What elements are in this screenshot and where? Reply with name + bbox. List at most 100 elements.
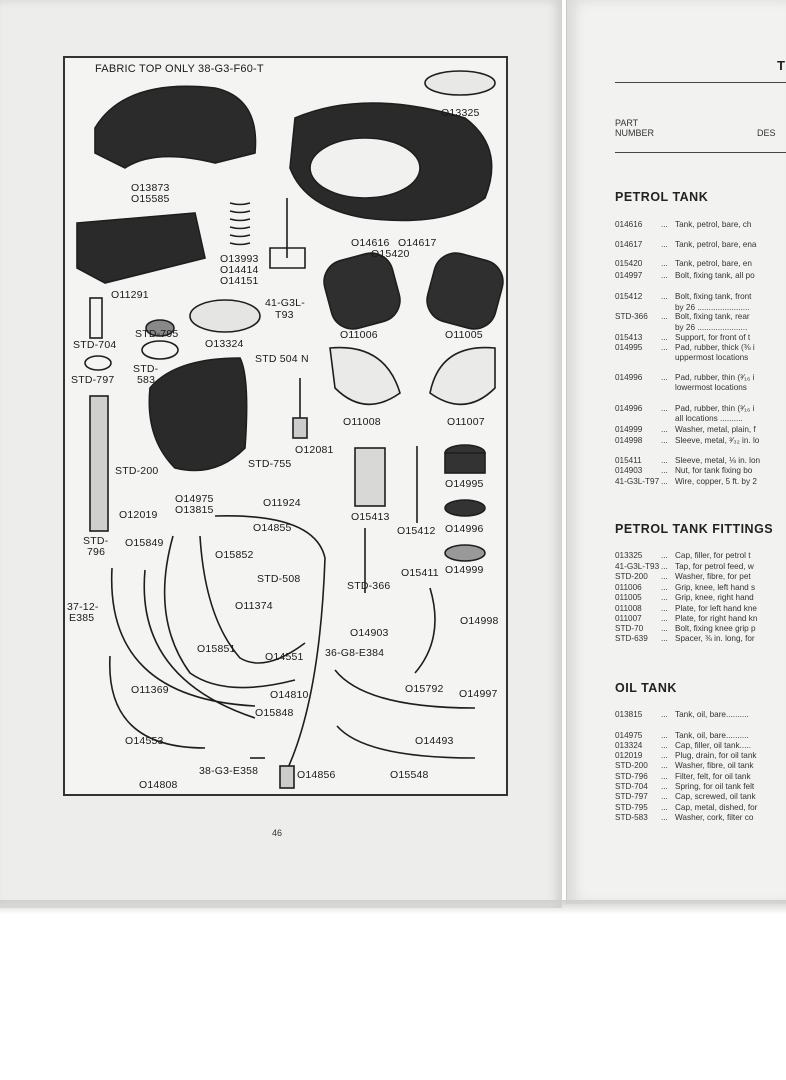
part-label: O15852: [215, 549, 254, 561]
parts-list-row: 012019... Plug, drain, for oil tank: [615, 751, 786, 760]
part-description: Bolt, fixing knee grip p: [675, 624, 756, 633]
part-description: Plug, drain, for oil tank: [675, 751, 757, 760]
part-number: 014998: [615, 436, 643, 445]
section-title-oil-tank: OIL TANK: [615, 681, 677, 695]
part-label: O15792: [405, 683, 444, 695]
pipe-5-drawing: [143, 569, 256, 719]
parts-list-row: 011008...Plate, for left hand kne: [615, 604, 786, 613]
pipe-6-drawing: [214, 515, 326, 771]
part-label: T93: [275, 309, 294, 321]
part-description: Bolt, fixing tank, front: [675, 292, 752, 301]
part-description: lowermost locations: [675, 383, 747, 392]
pipe-4-drawing: [199, 535, 306, 664]
cap-dished-drawing: [145, 319, 175, 337]
part-description: Washer, fibre, for pet: [675, 572, 751, 581]
part-label: O13815: [175, 504, 214, 516]
parts-diagram: FABRIC TOP ONLY 38-G3-F60-T O13325 O1387…: [63, 56, 508, 796]
part-label: O11005: [445, 329, 483, 341]
leader-dots: ...: [661, 456, 668, 465]
part-description: Cap, screwed, oil tank: [675, 792, 756, 801]
header-rule: [615, 82, 786, 83]
part-description: Cap, metal, dished, for: [675, 803, 758, 812]
part-description: Cap, filler, oil tank.....: [675, 741, 751, 750]
parts-list-row: 014995...Pad, rubber, thick (⅜ i: [615, 343, 786, 352]
leader-dots: ...: [661, 772, 668, 781]
part-label: O14553: [125, 735, 164, 747]
part-label: O12019: [119, 509, 158, 521]
part-number: 011005: [615, 593, 642, 602]
part-label: STD-: [83, 535, 109, 547]
part-label: O14493: [415, 735, 454, 747]
section-title-petrol-tank-fittings: PETROL TANK FITTINGS: [615, 522, 774, 536]
parts-list-row: STD-70...Bolt, fixing knee grip p: [615, 624, 786, 633]
part-description: Grip, knee, right hand: [675, 593, 754, 602]
parts-list-row: 014975...Tank, oil, bare..........: [615, 731, 786, 740]
parts-list-row: 014997...Bolt, fixing tank, all po: [615, 271, 786, 280]
pipe-1-drawing: [109, 655, 206, 749]
parts-list-row: STD-200...Washer, fibre, oil tank: [615, 761, 786, 770]
part-description: Tank, petrol, bare, en: [675, 259, 752, 268]
page-number: 46: [272, 828, 283, 838]
part-description: Support, for front of t: [675, 333, 751, 342]
parts-list-row: by 26 .......................: [615, 303, 786, 312]
part-description: Spring, for oil tank felt: [675, 782, 755, 791]
column-header-desc: DES: [757, 128, 776, 138]
part-label: O15413: [351, 511, 390, 523]
part-description: Washer, fibre, oil tank: [675, 761, 754, 770]
part-label: STD-797: [71, 374, 115, 386]
leader-dots: ...: [661, 477, 668, 486]
part-number: 011007: [615, 614, 642, 623]
leader-dots: ...: [661, 741, 668, 750]
leader-dots: ...: [661, 220, 668, 229]
leader-dots: ...: [661, 731, 668, 740]
leader-dots: ...: [661, 562, 668, 571]
part-number: STD-796: [615, 772, 648, 781]
part-label: O14551: [265, 651, 304, 663]
leader-dots: ...: [661, 751, 668, 760]
part-label: O14903: [350, 627, 389, 639]
leader-dots: ...: [661, 312, 668, 321]
leader-dots: ...: [661, 343, 668, 352]
part-number: 013325: [615, 551, 643, 560]
part-description: Wire, copper, 5 ft. by 2: [675, 477, 757, 486]
part-number: 011008: [615, 604, 642, 613]
leader-dots: ...: [661, 813, 668, 822]
part-label: O11007: [447, 416, 485, 428]
part-number: 41-G3L-T97: [615, 477, 660, 486]
oil-tank-drawing: [148, 357, 248, 472]
parts-list-row: 41-G3L-T93...Tap, for petrol feed, w: [615, 562, 786, 571]
part-number: 012019: [615, 751, 643, 760]
part-number: 015413: [615, 333, 643, 342]
part-label: O13325: [441, 107, 480, 119]
part-label: STD-: [133, 363, 159, 375]
part-description: Pad, rubber, thin (³⁄₁₆ i: [675, 404, 755, 413]
part-label: O14151: [220, 275, 259, 287]
leader-dots: ...: [661, 583, 668, 592]
part-number: 015411: [615, 456, 642, 465]
part-description: Plate, for right hand kn: [675, 614, 758, 623]
part-number: STD-200: [615, 572, 648, 581]
filter-drawing: [89, 395, 109, 532]
leader-dots: ...: [661, 333, 668, 342]
knee-grip-right-drawing: [426, 252, 504, 330]
part-label: O13324: [205, 338, 244, 350]
part-number: 014996: [615, 404, 643, 413]
pipe-3-drawing: [163, 535, 296, 689]
parts-list-row: 41-G3L-T97... Wire, copper, 5 ft. by 2: [615, 477, 786, 486]
part-description: uppermost locations: [675, 353, 749, 362]
knee-grip-left-drawing: [323, 252, 401, 330]
part-label: STD 504 N: [255, 353, 309, 365]
part-description: Plate, for left hand kne: [675, 604, 757, 613]
part-number: 015412: [615, 292, 643, 301]
part-label: O15548: [390, 769, 429, 781]
leader-dots: ...: [661, 240, 668, 249]
parts-list-row: 015420...Tank, petrol, bare, en: [615, 259, 786, 268]
part-description: Tank, petrol, bare, ch: [675, 220, 752, 229]
part-number: 014616: [615, 220, 643, 229]
part-number: STD-795: [615, 803, 648, 812]
part-label: STD-508: [257, 573, 301, 585]
leader-dots: ...: [661, 710, 668, 719]
part-description: Spacer, ⅜ in. long, for: [675, 634, 755, 643]
part-label: O14855: [253, 522, 292, 534]
parts-list-row: 011005...Grip, knee, right hand: [615, 593, 786, 602]
